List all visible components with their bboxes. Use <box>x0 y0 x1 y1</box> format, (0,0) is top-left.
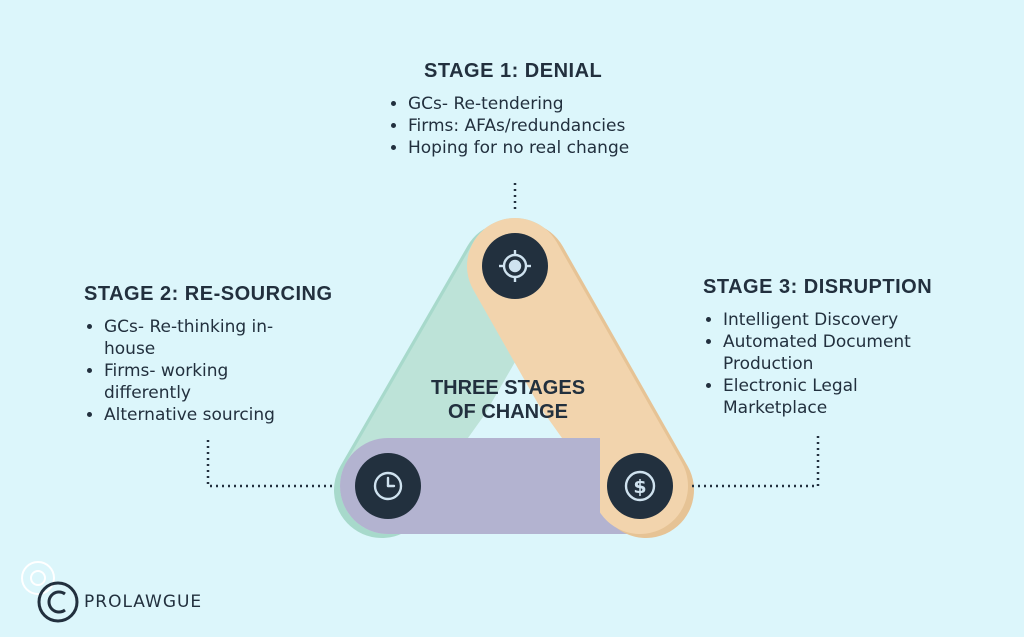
list-item: Electronic Legal Marketplace <box>723 375 933 419</box>
center-title-line-2: OF CHANGE <box>448 401 568 423</box>
list-item: Alternative sourcing <box>104 404 304 426</box>
inner-triangle <box>468 372 562 438</box>
stage-2-title: STAGE 2: RE-SOURCING <box>84 283 333 305</box>
list-item: GCs- Re-tendering <box>408 93 658 115</box>
stage-1-block: STAGE 1: DENIAL GCs- Re-tendering Firms:… <box>388 60 658 159</box>
node-right <box>607 453 673 519</box>
stage-2-list: GCs- Re-thinking in-house Firms- working… <box>84 316 304 426</box>
stage-2-block: STAGE 2: RE-SOURCING GCs- Re-thinking in… <box>84 283 344 426</box>
list-item: Hoping for no real change <box>408 137 658 159</box>
stage-3-block: STAGE 3: DISRUPTION Intelligent Discover… <box>703 276 963 419</box>
list-item: Firms: AFAs/redundancies <box>408 115 658 137</box>
list-item: Automated Document Production <box>723 331 933 375</box>
svg-text:$: $ <box>633 476 646 498</box>
list-item: GCs- Re-thinking in-house <box>104 316 304 360</box>
target-icon <box>499 250 531 282</box>
brand-name: PROLAWGUE <box>84 592 203 612</box>
stage-3-list: Intelligent Discovery Automated Document… <box>703 309 933 419</box>
peach-band <box>467 218 694 538</box>
stage-1-title: STAGE 1: DENIAL <box>424 60 603 82</box>
center-title-line-1: THREE STAGES <box>430 377 586 399</box>
connector-left <box>206 440 336 488</box>
copyright-icon <box>21 561 79 623</box>
dollar-icon: $ <box>624 470 656 502</box>
clock-icon <box>373 471 403 501</box>
connector-right <box>692 436 820 488</box>
list-item: Intelligent Discovery <box>723 309 933 331</box>
center-title: THREE STAGES OF CHANGE <box>418 376 598 424</box>
stage-1-list: GCs- Re-tendering Firms: AFAs/redundanci… <box>388 93 658 159</box>
list-item: Firms- working differently <box>104 360 304 404</box>
stage-3-title: STAGE 3: DISRUPTION <box>703 276 933 298</box>
